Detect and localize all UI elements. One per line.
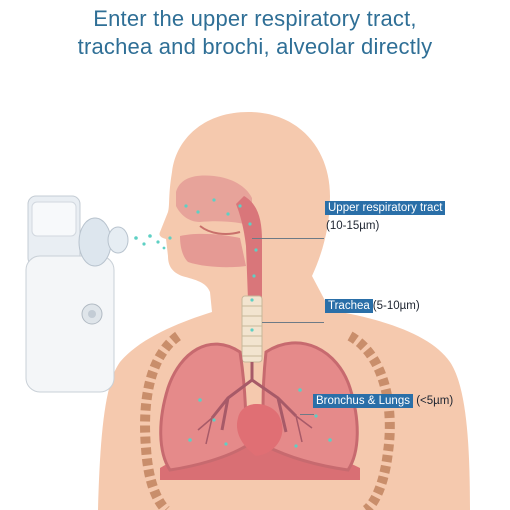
label-trachea-size: (5-10µm) bbox=[372, 300, 420, 312]
label-bronchus-name: Bronchus & Lungs bbox=[313, 394, 413, 408]
oral-cavity bbox=[180, 233, 246, 268]
label-trachea-name: Trachea bbox=[325, 299, 373, 313]
bronchi bbox=[210, 362, 298, 433]
label-upper-name: Upper respiratory tract bbox=[325, 201, 446, 215]
pharynx bbox=[236, 196, 262, 300]
label-trachea: Trachea(5-10µm) bbox=[325, 299, 420, 313]
upper-tract-leader bbox=[252, 238, 324, 239]
headline-line-2: trachea and brochi, alveolar directly bbox=[77, 34, 433, 59]
bronchus-leader bbox=[300, 414, 314, 415]
trachea-leader bbox=[262, 322, 324, 323]
label-upper-size: (10-15µm) bbox=[326, 220, 380, 232]
label-upper-respiratory-tract: Upper respiratory tract bbox=[325, 201, 446, 215]
headline-line-1: Enter the upper respiratory tract, bbox=[93, 6, 417, 31]
label-bronchus-size: (<5µm) bbox=[416, 395, 454, 407]
heart bbox=[236, 403, 283, 456]
mist-particles bbox=[134, 198, 332, 448]
label-bronchus-lungs: Bronchus & Lungs (<5µm) bbox=[313, 394, 454, 408]
nebulizer-device bbox=[25, 195, 129, 393]
rib-cage bbox=[140, 331, 395, 510]
